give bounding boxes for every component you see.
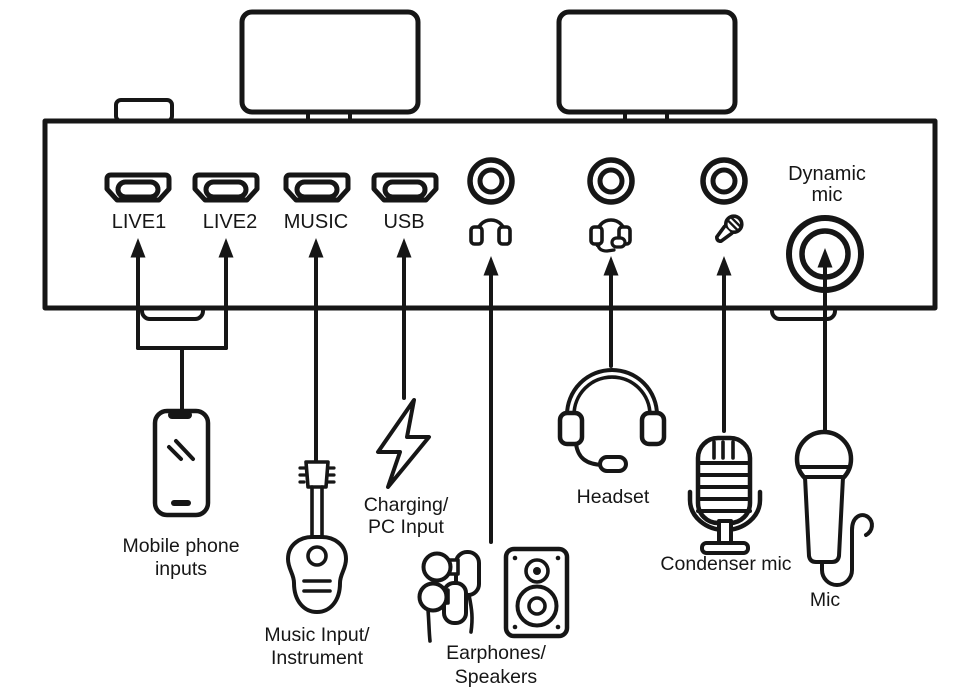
usb-port (371, 172, 439, 203)
music-label: MUSIC (284, 211, 348, 233)
live2-label: LIVE2 (203, 211, 257, 233)
earphones-jack (467, 157, 515, 205)
mic-label: Mic (810, 589, 841, 611)
headset-label: Headset (577, 486, 650, 508)
microphone-jack (700, 157, 748, 205)
left-knob (239, 9, 421, 124)
right-foot (770, 306, 837, 321)
right-knob (556, 9, 738, 124)
handheld-mic-icon (794, 429, 874, 587)
live1-label: LIVE1 (112, 211, 166, 233)
charging-label-line2: PC Input (368, 516, 444, 538)
live1-arrow (130, 238, 146, 350)
headset-icon (557, 368, 667, 473)
mobile-phone-label-line2: inputs (155, 558, 207, 580)
microphone-small-icon (715, 214, 744, 243)
mobile-phone-label-line1: Mobile phone (122, 535, 239, 557)
condenser-mic-label: Condenser mic (660, 553, 791, 575)
headset-jack (587, 157, 635, 205)
condenser-arrow (716, 256, 732, 433)
guitar-icon (286, 460, 348, 614)
earphones-arrow (483, 256, 499, 544)
charging-label-line1: Charging/ (364, 494, 449, 516)
lightning-icon (376, 398, 431, 489)
earphones-label-line2: Speakers (455, 666, 538, 688)
music-arrow (308, 238, 324, 462)
usb-arrow (396, 238, 412, 400)
phone-icon (152, 408, 211, 518)
headset-small-icon (589, 218, 632, 253)
dynamic-mic-label-line1: Dynamic (788, 163, 866, 185)
headphones-icon (469, 218, 512, 246)
live2-arrow (218, 238, 234, 350)
left-foot (140, 306, 205, 321)
music-port (283, 172, 351, 203)
top-button (114, 98, 174, 123)
headset-arrow (603, 256, 619, 368)
dynamic-mic-arrow (817, 248, 833, 432)
usb-label: USB (383, 211, 424, 233)
earphones-label-line1: Earphones/ (446, 642, 546, 664)
dynamic-mic-label-line2: mic (811, 184, 842, 206)
speaker-icon (503, 546, 570, 639)
music-input-label-line1: Music Input/ (264, 624, 370, 646)
earbuds-icon (417, 550, 481, 643)
live1-port (104, 172, 172, 203)
music-input-label-line2: Instrument (271, 647, 364, 669)
live2-port (192, 172, 260, 203)
phone-holder-connector (136, 346, 228, 412)
condenser-mic-icon (687, 435, 763, 555)
